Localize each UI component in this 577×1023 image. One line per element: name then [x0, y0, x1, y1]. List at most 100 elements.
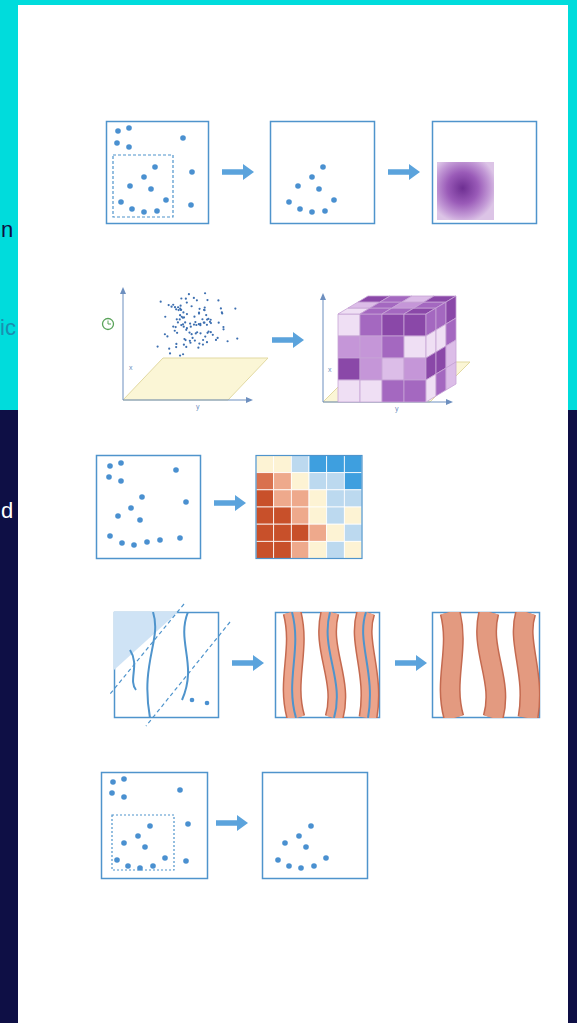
cube-cell — [404, 358, 426, 380]
cube-cell — [382, 314, 404, 336]
heatmap-cell — [291, 541, 309, 558]
scatter-dot — [189, 342, 191, 344]
scatter-dot — [179, 314, 181, 316]
scatter-dot — [199, 332, 201, 334]
point-dot — [180, 135, 186, 141]
point-dot — [127, 183, 133, 189]
scatter-dot — [175, 346, 177, 348]
cube-cell — [338, 314, 360, 336]
scatter-dot — [185, 329, 187, 331]
scatter-dot — [222, 326, 224, 328]
cube-cell — [404, 380, 426, 402]
scatter-dot — [193, 316, 195, 318]
scatter-dot — [196, 299, 198, 301]
cube-cell — [360, 314, 382, 336]
scatter-dot — [172, 304, 174, 306]
point-dot — [303, 844, 309, 850]
heatmap-cell — [291, 456, 309, 473]
point-dot — [286, 199, 292, 205]
scatter-dot — [210, 319, 212, 321]
point-dot — [188, 202, 194, 208]
scatter-dot — [197, 347, 199, 349]
heatmap-cell — [327, 473, 345, 490]
cube-cell — [436, 368, 446, 396]
scatter-dot — [164, 316, 166, 318]
cube-cell — [338, 358, 360, 380]
heatmap-cell — [309, 507, 327, 524]
point-dot — [115, 513, 121, 519]
point-dot — [110, 779, 116, 785]
scatter-dot — [218, 322, 220, 324]
scatter-dot — [203, 309, 205, 311]
scatter-dot — [204, 306, 206, 308]
point-dot — [128, 505, 134, 511]
heatmap-cell — [309, 456, 327, 473]
scatter-dot — [164, 333, 166, 335]
scatter-dot — [198, 312, 200, 314]
point-dot — [311, 863, 317, 869]
cube-cell — [404, 314, 426, 336]
point-dot — [121, 794, 127, 800]
point-dot — [308, 823, 314, 829]
point-dot — [135, 833, 141, 839]
scatter-dot — [177, 306, 179, 308]
point-dot — [323, 855, 329, 861]
heatmap-cell — [274, 507, 292, 524]
point-dot — [148, 186, 154, 192]
scatter-dot — [170, 306, 172, 308]
cube-cell — [404, 336, 426, 358]
heatmap-cell — [274, 456, 292, 473]
scatter-dot — [206, 324, 208, 326]
scatter-dot — [203, 322, 205, 324]
point-dot — [297, 206, 303, 212]
row-grid-aggregate — [97, 456, 363, 559]
scatter-dot — [209, 321, 211, 323]
cut-text: ic — [0, 317, 16, 339]
scatter-dot — [179, 305, 181, 307]
scatter-dot — [166, 335, 168, 337]
cube-cell — [338, 380, 360, 402]
point-dot — [144, 539, 150, 545]
point-dot — [142, 844, 148, 850]
scatter-dot — [183, 344, 185, 346]
scatter-dot — [212, 334, 214, 336]
heatmap-cell — [291, 524, 309, 541]
axis-label: y — [395, 405, 399, 412]
point-dot — [121, 776, 127, 782]
row-space-time-cube — [103, 287, 471, 405]
cube-cell — [446, 362, 456, 390]
scatter-dot — [201, 318, 203, 320]
scatter-dot — [188, 331, 190, 333]
heatmap-frame — [256, 456, 362, 559]
scatter-dot — [183, 338, 185, 340]
scatter-dot — [195, 324, 197, 326]
scatter-dot — [182, 353, 184, 355]
heatmap-cell — [309, 490, 327, 507]
scatter-dot — [190, 326, 192, 328]
scatter-dot — [174, 330, 176, 332]
point-dot — [162, 855, 168, 861]
scatter-dot — [177, 321, 179, 323]
point-dot — [131, 542, 137, 548]
scatter-dot — [179, 318, 181, 320]
point-dot — [286, 863, 292, 869]
heatmap-cell — [344, 456, 362, 473]
scatter-dot — [180, 309, 182, 311]
heatmap-cell — [309, 524, 327, 541]
scatter-dot — [202, 344, 204, 346]
cube-cell — [382, 380, 404, 402]
scatter-dot — [182, 317, 184, 319]
scatter-dot — [194, 340, 196, 342]
point-dot — [109, 790, 115, 796]
point-dot — [106, 474, 112, 480]
point-dot — [118, 460, 124, 466]
heatmap-cell — [291, 490, 309, 507]
cut-text: n — [1, 219, 13, 241]
scatter-dot — [226, 340, 228, 342]
point-dot — [141, 209, 147, 215]
point-dot — [275, 857, 281, 863]
scatter-dot — [168, 348, 170, 350]
scatter-dot — [179, 354, 181, 356]
